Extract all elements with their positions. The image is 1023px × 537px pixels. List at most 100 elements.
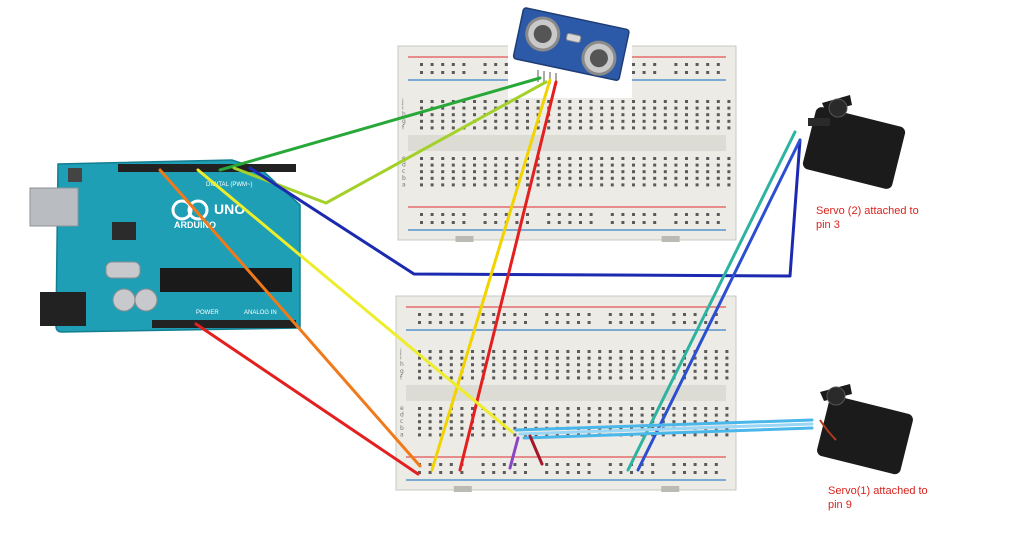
breadboard-top-hole bbox=[621, 157, 625, 160]
breadboard-top-hole bbox=[504, 113, 508, 117]
breadboard-bottom-hole bbox=[460, 413, 464, 417]
breadboard-top-hole bbox=[642, 183, 646, 187]
breadboard-bottom-rail-hole bbox=[418, 313, 421, 316]
breadboard-bottom-rail-hole bbox=[683, 321, 686, 324]
breadboard-bottom-hole bbox=[725, 350, 729, 353]
breadboard-top-hole bbox=[706, 119, 710, 123]
breadboard-bottom-rail-hole bbox=[555, 471, 559, 474]
breadboard-bottom-hole bbox=[481, 350, 485, 353]
breadboard-top-hole bbox=[706, 183, 710, 187]
breadboard-top-hole bbox=[727, 106, 731, 110]
breadboard-top-hole bbox=[685, 119, 688, 123]
breadboard-bottom-rail-hole bbox=[566, 471, 570, 474]
breadboard-bottom-hole bbox=[640, 426, 644, 430]
breadboard-bottom-hole bbox=[651, 369, 655, 373]
breadboard-bottom-hole bbox=[545, 363, 549, 367]
breadboard-top-hole bbox=[642, 100, 646, 103]
breadboard-top-rail-hole bbox=[674, 213, 678, 216]
breadboard-top-hole bbox=[430, 183, 434, 187]
wire-darkred bbox=[528, 434, 544, 466]
breadboard-bottom-rail-hole bbox=[608, 471, 612, 474]
breadboard-bottom-hole bbox=[725, 376, 729, 380]
breadboard-top-rail-hole bbox=[642, 63, 646, 66]
breadboard-bottom-hole bbox=[555, 369, 559, 373]
breadboard-bottom-hole bbox=[471, 426, 474, 430]
breadboard-bottom-rail-hole bbox=[651, 321, 655, 324]
breadboard-top-hole bbox=[727, 113, 731, 117]
breadboard-bottom-hole bbox=[439, 376, 443, 380]
breadboard-top-hole bbox=[653, 157, 657, 160]
breadboard-bottom-hole bbox=[704, 420, 708, 424]
breadboard-bottom-hole bbox=[608, 369, 612, 373]
breadboard-top-hole bbox=[685, 113, 688, 117]
breadboard-top-rail-hole bbox=[642, 221, 646, 224]
breadboard-top-hole bbox=[462, 106, 466, 110]
breadboard-top-hole bbox=[420, 157, 423, 160]
breadboard-bottom-hole bbox=[418, 420, 421, 424]
breadboard-bottom-hole bbox=[534, 376, 538, 380]
breadboard-bottom-rail-hole bbox=[683, 463, 686, 466]
breadboard-top-hole bbox=[600, 113, 604, 117]
breadboard-top-hole bbox=[674, 183, 678, 187]
breadboard-top-hole bbox=[727, 157, 731, 160]
breadboard-bottom-hole bbox=[577, 369, 580, 373]
breadboard-top-hole bbox=[589, 113, 593, 117]
breadboard-top-hole bbox=[706, 100, 710, 103]
breadboard-bottom-hole bbox=[418, 369, 421, 373]
breadboard-top-hole bbox=[632, 176, 635, 180]
breadboard-top-hole bbox=[494, 170, 498, 174]
usb-port bbox=[29, 187, 79, 227]
breadboard-top-hole bbox=[504, 163, 508, 167]
breadboard-bottom-hole bbox=[566, 407, 570, 410]
breadboard-top-hole bbox=[483, 163, 487, 167]
breadboard-bottom-rail-hole bbox=[640, 471, 644, 474]
breadboard-bottom-rail-hole bbox=[577, 321, 580, 324]
breadboard-top-rail-hole bbox=[632, 71, 635, 74]
breadboard-top-hole bbox=[685, 170, 688, 174]
breadboard-top-hole bbox=[727, 163, 731, 167]
breadboard-top-hole bbox=[420, 100, 423, 103]
breadboard-bottom-rail-hole bbox=[704, 471, 708, 474]
breadboard-top-hole bbox=[706, 126, 710, 130]
breadboard-top-hole bbox=[706, 113, 710, 117]
breadboard-top-hole bbox=[706, 170, 710, 174]
breadboard-bottom-hole bbox=[714, 420, 718, 424]
breadboard-bottom-hole bbox=[725, 363, 729, 367]
breadboard-top-hole bbox=[621, 170, 625, 174]
breadboard-top-hole bbox=[557, 113, 561, 117]
breadboard-bottom-hole bbox=[449, 420, 453, 424]
breadboard-bottom-hole bbox=[428, 433, 432, 437]
breadboard-top-hole bbox=[568, 126, 572, 130]
breadboard-top-hole bbox=[494, 126, 498, 130]
breadboard-bottom-hole bbox=[439, 407, 443, 410]
breadboard-top-hole bbox=[441, 100, 445, 103]
breadboard-bottom-rail-hole bbox=[555, 313, 559, 316]
breadboard-top-hole bbox=[526, 163, 529, 167]
breadboard-top-hole bbox=[727, 176, 731, 180]
breadboard-top-hole bbox=[589, 163, 593, 167]
breadboard-top-center-channel bbox=[408, 135, 726, 151]
breadboard-bottom-hole bbox=[428, 369, 432, 373]
breadboard-bottom-hole bbox=[545, 369, 549, 373]
breadboard-bottom-hole bbox=[566, 369, 570, 373]
breadboard-bottom-hole bbox=[630, 350, 633, 353]
breadboard-bottom-hole bbox=[418, 413, 421, 417]
breadboard-top-hole bbox=[600, 126, 604, 130]
breadboard-top-hole bbox=[621, 163, 625, 167]
breadboard-top-rail-hole bbox=[451, 71, 455, 74]
breadboard-top-rail-hole bbox=[420, 71, 423, 74]
breadboard-bottom-hole bbox=[502, 356, 506, 360]
breadboard-top-hole bbox=[716, 157, 720, 160]
breadboard-bottom-rail-hole bbox=[714, 313, 718, 316]
breadboard-top-hole bbox=[430, 170, 434, 174]
breadboard-bottom-hole bbox=[608, 420, 612, 424]
breadboard-top-hole bbox=[663, 183, 667, 187]
breadboard-top-hole bbox=[451, 183, 455, 187]
breadboard-top-hole bbox=[557, 100, 561, 103]
breadboard-top-hole bbox=[674, 119, 678, 123]
breadboard-bottom-hole bbox=[481, 363, 485, 367]
breadboard-top-hole bbox=[504, 170, 508, 174]
breadboard-top-hole bbox=[653, 170, 657, 174]
breadboard-top-rail-hole bbox=[451, 63, 455, 66]
breadboard-bottom-foot bbox=[453, 486, 472, 492]
